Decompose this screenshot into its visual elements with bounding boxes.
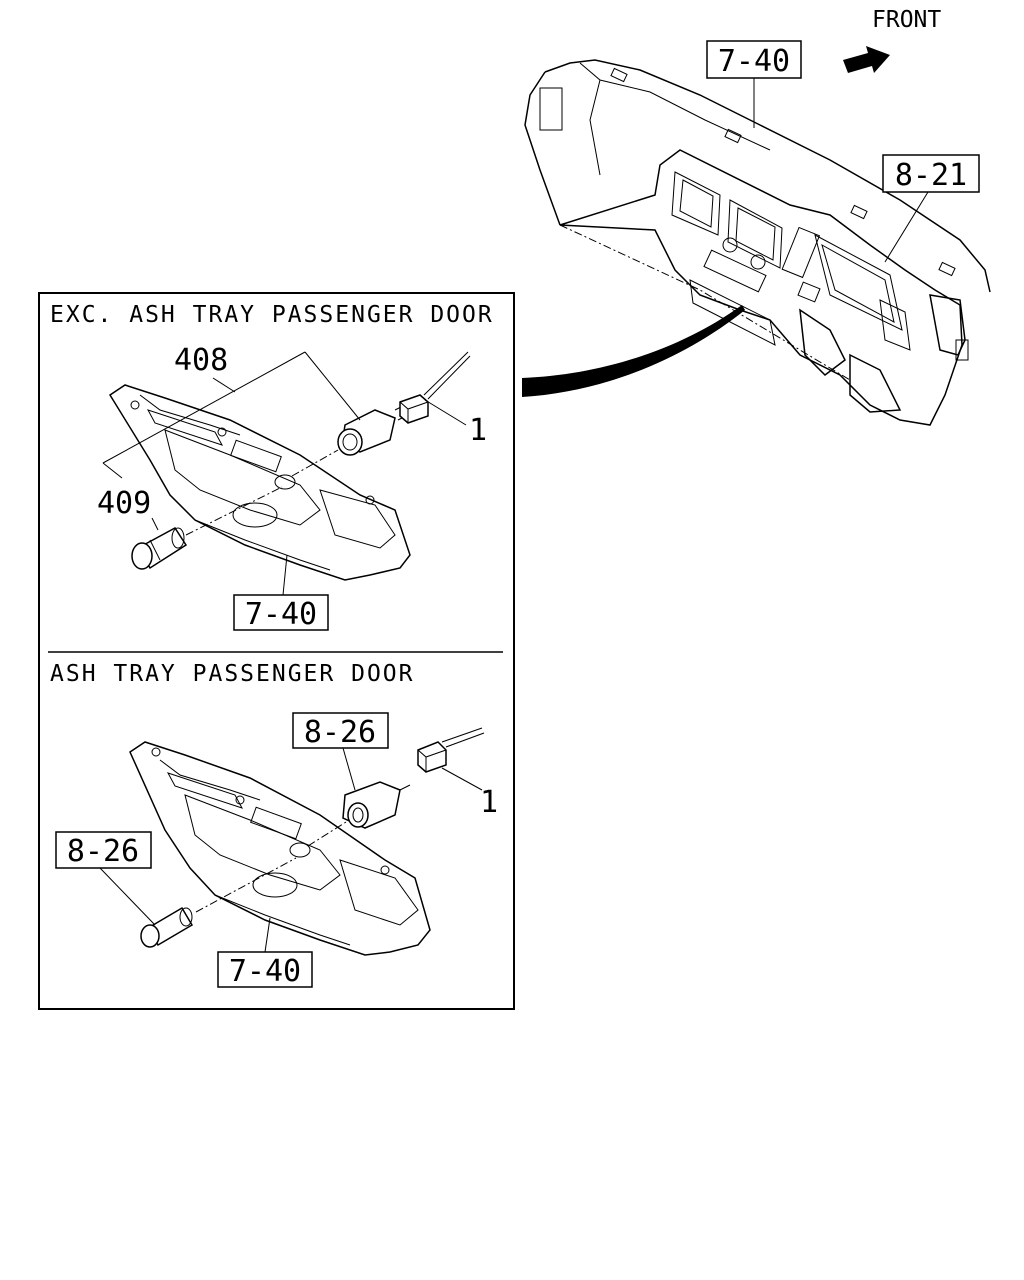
axis-line	[307, 821, 347, 847]
ref-box-lower-lighter	[55, 831, 152, 869]
dashboard-overview	[524, 59, 991, 426]
detail-pointer-arrow	[522, 305, 745, 397]
ref-label-lower-panel: 7-40	[229, 954, 301, 989]
part-1-upper	[399, 351, 471, 424]
ref-box-overview-top	[706, 40, 802, 79]
center-panel-upper	[108, 384, 411, 581]
callout-1-lower: 1	[480, 785, 498, 820]
axis-line	[185, 486, 283, 536]
section-title-lower: ASH TRAY PASSENGER DOOR	[50, 661, 415, 687]
leader-line	[441, 767, 483, 791]
ref-label-overview-right: 8-21	[895, 158, 967, 193]
section-title-upper: EXC. ASH TRAY PASSENGER DOOR	[50, 302, 494, 328]
callout-1-upper: 1	[469, 413, 487, 448]
detail-frame	[38, 292, 515, 1010]
part-408	[337, 404, 409, 456]
part-switch-8-26	[342, 781, 411, 829]
leader-line	[282, 554, 288, 596]
part-1-lower	[417, 727, 485, 773]
leader-line	[342, 747, 356, 791]
callout-408: 408	[174, 343, 228, 378]
leader-line	[264, 917, 271, 953]
leader-line	[151, 517, 159, 531]
ref-label-lower-switch: 8-26	[304, 715, 376, 750]
leader-line	[102, 351, 306, 464]
ref-box-lower-panel	[217, 951, 313, 988]
leader-line	[99, 867, 156, 926]
center-panel-lower	[129, 741, 431, 956]
ref-box-lower-switch	[292, 712, 389, 749]
ref-label-lower-lighter: 8-26	[67, 834, 139, 869]
leader-line	[304, 351, 361, 421]
ref-box-upper-panel	[233, 594, 329, 631]
front-arrow-icon	[843, 46, 890, 73]
axis-line	[195, 857, 297, 913]
leader-line	[212, 377, 236, 393]
leader-line	[102, 462, 123, 479]
axis-line	[291, 449, 339, 477]
ref-box-overview-right	[882, 154, 980, 193]
ref-label-upper-panel: 7-40	[245, 597, 317, 632]
ref-label-overview-top: 7-40	[718, 44, 790, 79]
part-lighter-8-26	[140, 906, 194, 948]
leader-line	[424, 399, 467, 426]
part-409	[131, 527, 188, 570]
leader-line	[884, 191, 929, 263]
callout-409: 409	[97, 486, 151, 521]
front-label: FRONT	[872, 7, 941, 33]
